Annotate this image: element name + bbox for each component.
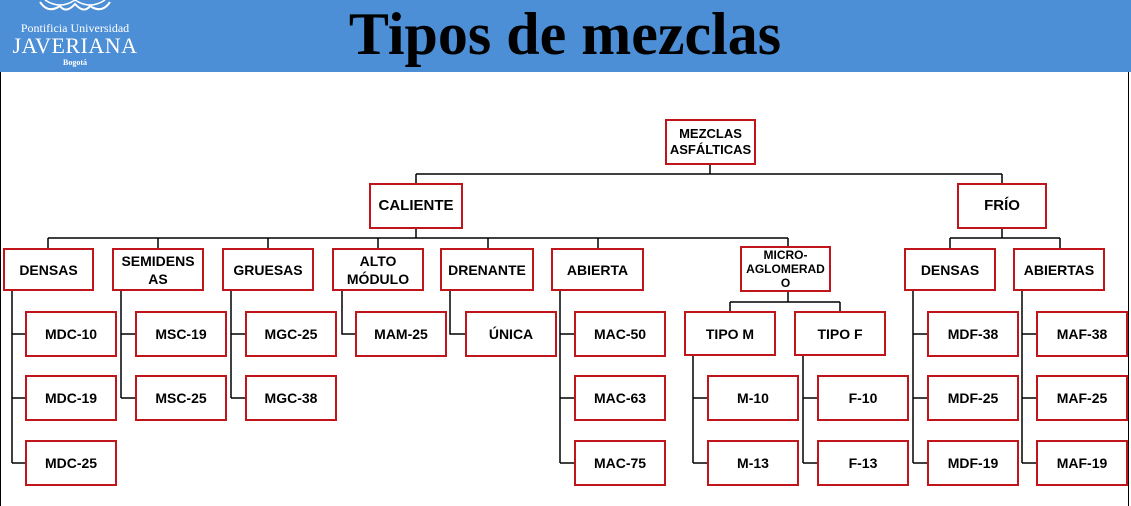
node-msc-25: MSC-25 <box>135 375 227 421</box>
node-maf-19: MAF-19 <box>1036 440 1128 486</box>
node-gruesas: GRUESAS <box>222 248 314 291</box>
connector <box>802 356 817 464</box>
connector <box>415 165 1003 183</box>
node-mdc-19: MDC-19 <box>25 375 117 421</box>
node-mgc-38: MGC-38 <box>245 375 337 421</box>
node-msc-19: MSC-19 <box>135 311 227 357</box>
node-m-13: M-13 <box>707 440 799 486</box>
node-alto-modulo: ALTO MÓDULO <box>332 248 424 291</box>
node-mam-25: MAM-25 <box>355 311 447 357</box>
logo-line-1: Pontificia Universidad <box>20 21 130 35</box>
node-densas-frio: DENSAS <box>904 248 996 291</box>
node-mdf-19: MDF-19 <box>927 440 1019 486</box>
node-frio: FRÍO <box>957 183 1047 229</box>
logo-line-3: Bogotá <box>63 58 87 67</box>
node-abierta: ABIERTA <box>551 248 644 291</box>
connector <box>230 291 245 399</box>
header-bar: Pontificia Universidad JAVERIANA Bogotá … <box>0 0 1131 72</box>
connector <box>559 291 574 464</box>
node-m-10: M-10 <box>707 375 799 421</box>
node-mac-50: MAC-50 <box>574 311 666 357</box>
connector <box>692 356 707 464</box>
logo-line-2: JAVERIANA <box>12 33 138 58</box>
node-mgc-25: MGC-25 <box>245 311 337 357</box>
node-maf-25: MAF-25 <box>1036 375 1128 421</box>
node-maf-38: MAF-38 <box>1036 311 1128 357</box>
node-unica: ÚNICA <box>465 311 557 357</box>
node-abiertas-frio: ABIERTAS <box>1013 248 1105 291</box>
university-logo: Pontificia Universidad JAVERIANA Bogotá <box>0 0 150 72</box>
node-microaglomerado: MICRO- AGLOMERAD O <box>740 246 831 292</box>
node-mdc-25: MDC-25 <box>25 440 117 486</box>
connector <box>11 291 25 464</box>
connector <box>729 292 841 311</box>
connector <box>1021 291 1036 464</box>
node-mezclas-asfalticas: MEZCLAS ASFÁLTICAS <box>665 119 756 165</box>
node-f-10: F-10 <box>817 375 909 421</box>
node-semidensas: SEMIDENS AS <box>112 248 204 291</box>
node-mdc-10: MDC-10 <box>25 311 117 357</box>
connector <box>912 291 927 464</box>
connector <box>120 291 135 399</box>
node-mac-75: MAC-75 <box>574 440 666 486</box>
page-title: Tipos de mezclas <box>348 1 782 67</box>
node-f-13: F-13 <box>817 440 909 486</box>
connector <box>47 229 789 248</box>
node-caliente: CALIENTE <box>369 183 463 229</box>
node-densas-caliente: DENSAS <box>3 248 94 291</box>
node-drenante: DRENANTE <box>440 248 534 291</box>
node-mac-63: MAC-63 <box>574 375 666 421</box>
connector <box>949 229 1061 248</box>
crest-icon <box>39 0 111 11</box>
diagram-frame <box>0 72 1129 506</box>
node-mdf-38: MDF-38 <box>927 311 1019 357</box>
node-mdf-25: MDF-25 <box>927 375 1019 421</box>
node-tipo-m: TIPO M <box>684 311 776 356</box>
node-tipo-f: TIPO F <box>794 311 886 356</box>
connector <box>449 291 465 335</box>
connector <box>341 291 355 335</box>
